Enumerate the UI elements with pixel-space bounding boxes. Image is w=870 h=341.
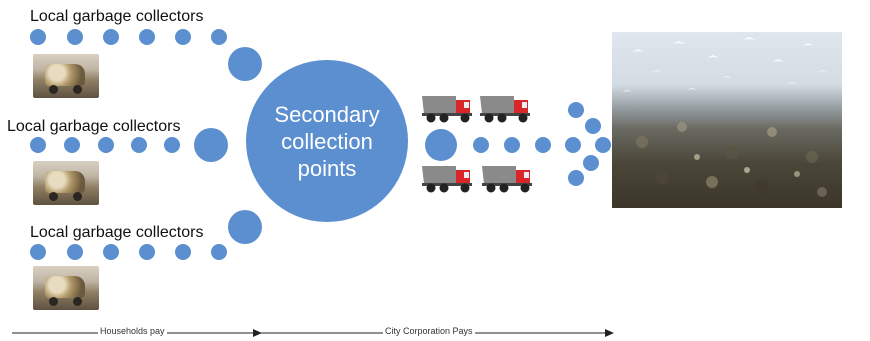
secondary-collection-node: Secondary collection points xyxy=(246,60,408,222)
flow-dot-large xyxy=(194,128,228,162)
flow-dot xyxy=(473,137,489,153)
flow-dot xyxy=(504,137,520,153)
flow-dot xyxy=(30,137,46,153)
flow-dot xyxy=(67,244,83,260)
city-corporation-pays-label: City Corporation Pays xyxy=(383,326,475,336)
flow-dot xyxy=(139,29,155,45)
flow-dot xyxy=(568,102,584,118)
flow-dot xyxy=(595,137,611,153)
flow-dot xyxy=(139,244,155,260)
flow-dot xyxy=(64,137,80,153)
garbage-cart-photo xyxy=(33,54,99,98)
flow-dot xyxy=(103,29,119,45)
center-label-line-1: Secondary xyxy=(274,101,380,127)
flow-dot-large xyxy=(228,210,262,244)
households-pay-label: Households pay xyxy=(98,326,167,336)
flow-dot xyxy=(565,137,581,153)
flow-dot xyxy=(175,29,191,45)
dump-truck-icon xyxy=(482,166,532,193)
flow-dot xyxy=(98,137,114,153)
landfill-photo xyxy=(612,32,842,208)
flow-dot xyxy=(30,244,46,260)
flow-dot xyxy=(535,137,551,153)
center-label-line-2: collection xyxy=(281,128,373,154)
dump-truck-icon xyxy=(422,166,472,193)
flow-dot xyxy=(131,137,147,153)
flow-dot xyxy=(568,170,584,186)
center-label-line-3: points xyxy=(297,155,357,181)
collector-label-1: Local garbage collectors xyxy=(30,8,204,25)
payment-axis xyxy=(12,329,614,337)
garbage-cart-photo xyxy=(33,266,99,310)
collector-label-3: Local garbage collectors xyxy=(30,224,204,241)
flow-dot xyxy=(585,118,601,134)
flow-dot xyxy=(103,244,119,260)
flow-dot xyxy=(67,29,83,45)
dump-truck-icon xyxy=(422,96,472,123)
flow-dot xyxy=(30,29,46,45)
flow-dot-large xyxy=(425,129,457,161)
flow-dot xyxy=(175,244,191,260)
flow-dot xyxy=(583,155,599,171)
garbage-cart-photo xyxy=(33,161,99,205)
flow-dot-large xyxy=(228,47,262,81)
flow-dot xyxy=(211,244,227,260)
collector-label-2: Local garbage collectors xyxy=(7,118,181,135)
flow-dot xyxy=(211,29,227,45)
flow-dot xyxy=(164,137,180,153)
dump-truck-icon xyxy=(480,96,530,123)
